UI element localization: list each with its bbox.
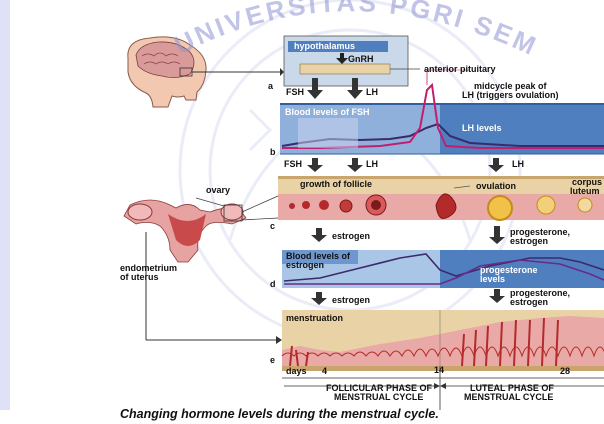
progesterone-levels-label-2: levels (480, 275, 505, 284)
letter-a: a (268, 82, 273, 91)
letter-d: d (270, 280, 276, 289)
anterior-pituitary-label: anterior pituitary (424, 65, 496, 74)
lh-label-top: LH (366, 88, 378, 97)
estrogen-label-c: estrogen (332, 232, 370, 241)
figure-caption: Changing hormone levels during the menst… (120, 407, 439, 421)
day-28-label: 28 (560, 367, 570, 376)
arrow-lh-b (347, 158, 363, 172)
panel-b-title: Blood levels of FSH (285, 108, 370, 117)
progesterone-label-c-2: estrogen (510, 237, 548, 246)
lh-label-b-right: LH (512, 160, 524, 169)
progesterone-label-d-2: estrogen (510, 298, 548, 307)
day-4-label: 4 (322, 367, 327, 376)
arrow-estrogen-d (311, 292, 327, 305)
letter-b: b (270, 148, 276, 157)
arrow-progesterone-c (489, 226, 505, 244)
day-14-label: 14 (434, 366, 444, 375)
fsh-label-top: FSH (286, 88, 304, 97)
lh-label-b: LH (366, 160, 378, 169)
hypothalamus-label: hypothalamus (294, 42, 355, 51)
lh-levels-label: LH levels (462, 124, 502, 133)
ovulation-label: ovulation (476, 182, 516, 191)
arrow-progesterone-d (489, 289, 505, 303)
days-label: days (286, 367, 307, 376)
arrow-fsh-b (307, 158, 323, 172)
estrogen-label-d: estrogen (332, 296, 370, 305)
ovary-label: ovary (206, 186, 230, 195)
corpus-label-2: luteum (570, 187, 600, 196)
left-edge-strip (0, 0, 10, 410)
growth-of-follicle-label: growth of follicle (300, 180, 372, 189)
endometrium-label-2: of uterus (120, 273, 159, 282)
follicular-phase-label-2: MENSTRUAL CYCLE (334, 393, 423, 402)
luteal-phase-label-2: MENSTRUAL CYCLE (464, 393, 553, 402)
panel-d-title-2: estrogen (286, 261, 324, 270)
arrow-estrogen-c (311, 228, 327, 242)
menstruation-label: menstruation (286, 314, 343, 323)
pituitary-bar (300, 64, 390, 74)
letter-e: e (270, 356, 275, 365)
gnrh-label: GnRH (348, 55, 374, 64)
letter-c: c (270, 222, 275, 231)
fsh-label-b: FSH (284, 160, 302, 169)
midcycle-label-2: LH (triggers ovulation) (462, 91, 559, 100)
